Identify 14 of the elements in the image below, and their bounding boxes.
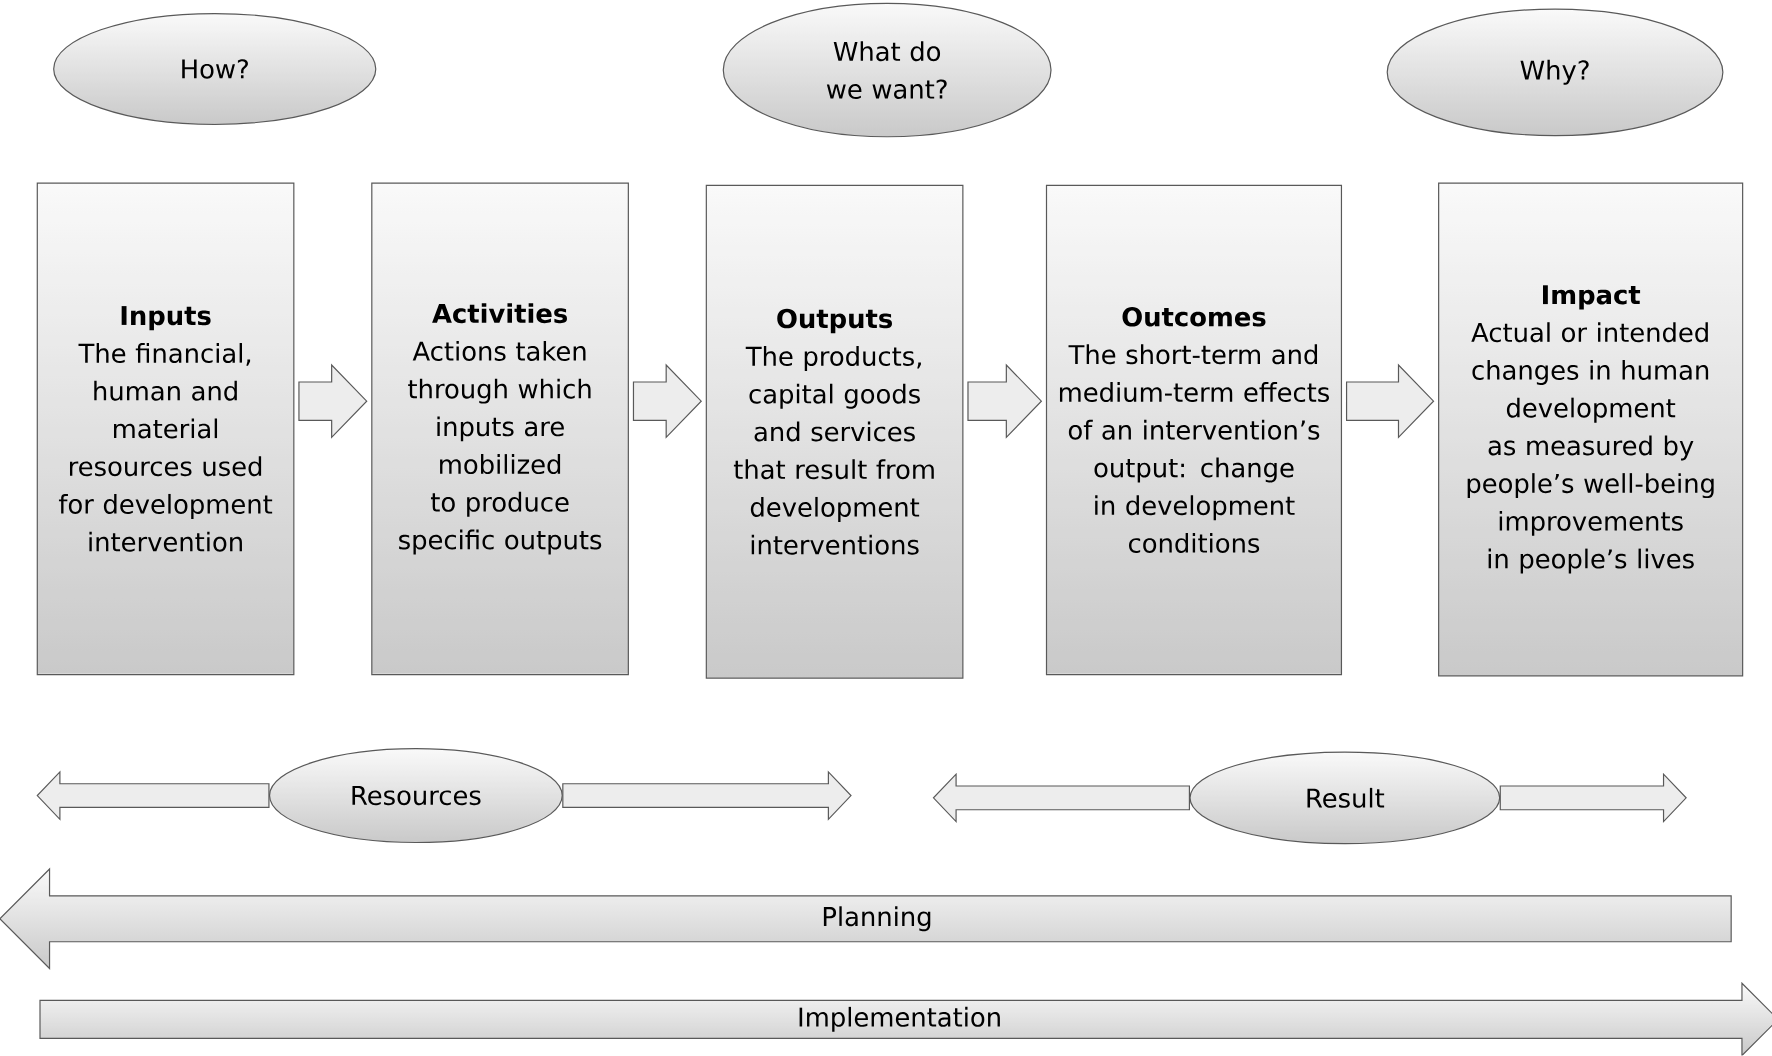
block-arrow — [36, 770, 270, 822]
block-arrow — [298, 363, 368, 440]
stage-box: Impact Actual or intended changes in human development as measured by people’s well-being improvements in people’s lives — [1438, 182, 1744, 677]
stage-box: Inputs The financial, human and material resources used for development intervention — [36, 182, 295, 676]
block-arrow — [632, 363, 703, 440]
block-arrow — [967, 363, 1043, 440]
block-arrow — [932, 772, 1190, 824]
stage-box: Activities Actions taken through which inputs are mobilized to produce specific outputs — [371, 182, 629, 676]
block-arrow — [1499, 772, 1687, 824]
phase-banner: Implementation — [39, 982, 1772, 1056]
block-arrow — [1345, 363, 1435, 440]
stage-box: Outcomes The short-term and medium-term effects of an intervention’s output: change in development conditions — [1045, 184, 1343, 676]
stage-box: Outputs The products, capital goods and services that result from development interventions — [705, 184, 964, 679]
block-arrow — [562, 770, 852, 822]
